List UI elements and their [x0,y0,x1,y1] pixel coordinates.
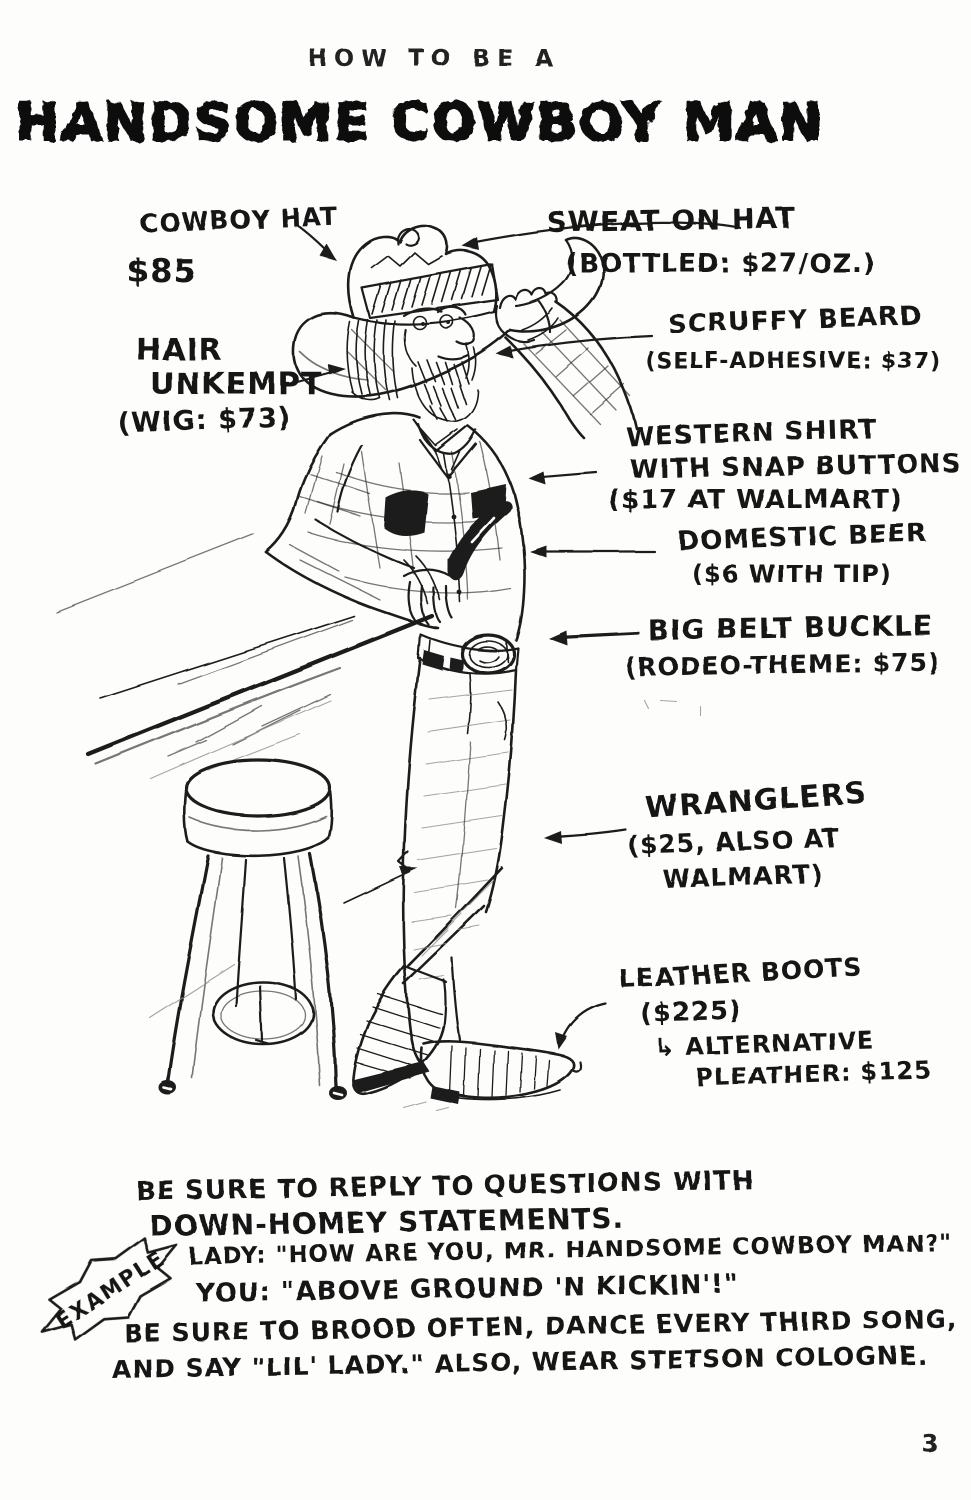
beer-bottle-hand-sketch [402,500,512,626]
label-leather-boots-price: ($225) [639,995,742,1029]
arrow-leather-boots [556,1002,608,1050]
western-shirt-sketch [264,412,526,642]
annotation-arrows [284,220,742,1050]
belt-buckle-sketch [416,632,520,735]
label-leather-boots: LEATHER BOOTS [619,952,863,994]
footer-line-lil-lady: AND SAY "LIL' LADY." ALSO, WEAR STETSON … [112,1341,928,1384]
label-boots-alternative: ↳ ALTERNATIVE [654,1026,875,1062]
label-belt-buckle: BIG BELT BUCKLE [648,609,934,647]
arrow-scruffy-beard [496,334,654,358]
label-boots-pleather-price: PLEATHER: $125 [695,1056,932,1092]
arrow-leg-small [343,867,418,904]
page-title: HANDSOME COWBOY MAN [16,93,824,153]
stray-pencil-marks [643,699,701,716]
label-belt-buckle-price: (RODEO-THEME: $75) [625,647,941,682]
raised-arm-sketch [494,287,638,440]
wrangler-jeans-sketch [397,656,518,1066]
page-number: 3 [922,1430,939,1458]
label-hair-wig-price: (WIG: $73) [117,402,291,439]
label-sweat-on-hat-price: (BOTTLED: $27/OZ.) [566,249,876,279]
label-western-shirt-price: ($17 AT WALMART) [608,485,903,515]
unkempt-hair-sketch [346,319,477,401]
bar-counter-sketch [55,533,435,779]
scruffy-beard-sketch [411,359,479,423]
arrow-sweat-on-hat [462,220,742,250]
label-wranglers-walmart: WALMART) [662,859,823,894]
arrow-western-shirt [528,470,598,484]
label-domestic-beer-price: ($6 WITH TIP) [692,560,892,588]
label-sweat-on-hat: SWEAT ON HAT [547,202,797,239]
label-scruffy-beard-price: (SELF-ADHESIVE: $37) [645,349,941,374]
label-hair-unkempt: UNKEMPT [150,367,323,402]
arrow-cowboy-hat [294,222,337,261]
arrow-domestic-beer [529,545,656,557]
cowboy-figure-sketch [264,224,701,1111]
footer-line-1: BE SURE TO REPLY TO QUESTIONS WITH [136,1166,755,1207]
label-cowboy-hat-price: $85 [127,252,197,290]
arrow-belt-buckle [548,630,640,645]
label-wranglers: WRANGLERS [644,776,868,826]
label-wranglers-price: ($25, ALSO AT [627,824,840,860]
arrow-wranglers [544,828,628,844]
bar-stool-sketch [149,758,347,1100]
label-scruffy-beard: SCRUFFY BEARD [667,301,923,340]
label-western-shirt: WESTERN SHIRT [625,414,877,453]
arrow-hair-unkempt [284,364,346,387]
handwritten-labels: HOW TO BE A HANDSOME COWBOY MAN COWBOY H… [15,46,963,1458]
label-western-shirt-snap: WITH SNAP BUTTONS [630,449,963,485]
left-boot-sketch [351,964,448,1096]
example-burst [41,1236,179,1342]
page-kicker: HOW TO BE A [308,46,559,72]
label-domestic-beer: DOMESTIC BEER [677,518,928,557]
footer-line-you: YOU: "ABOVE GROUND 'N KICKIN'!" [195,1270,739,1309]
label-cowboy-hat: COWBOY HAT [139,202,339,238]
right-boot-sketch [403,1040,582,1111]
cowboy-face-sketch [402,306,477,367]
label-hair: HAIR [136,333,223,368]
illustration [41,220,742,1342]
